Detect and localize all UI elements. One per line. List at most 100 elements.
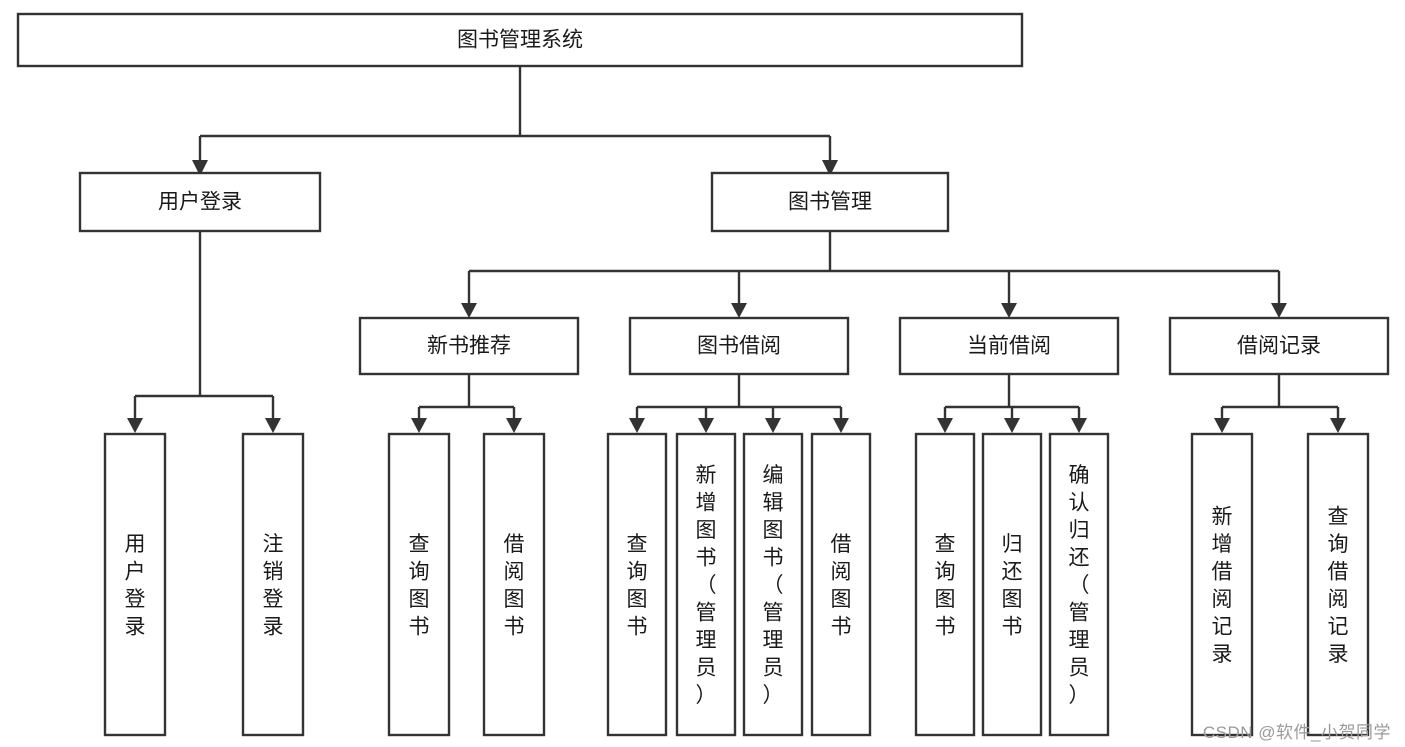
arrowhead-borrow-record [1271, 303, 1287, 318]
leaf-label-char: 增 [696, 492, 717, 515]
leaf-label-char: 记 [1212, 615, 1233, 638]
node-leaf-confirm-return[interactable] [1048, 432, 1110, 737]
leaf-label-char: 增 [1212, 533, 1233, 556]
node-book-borrow-label: 图书借阅 [697, 335, 781, 358]
node-leaf-return-book-box[interactable] [981, 432, 1043, 737]
arrowhead-leaf-query-record [1330, 418, 1346, 433]
node-leaf-query-book-3-box[interactable] [914, 432, 976, 737]
leaf-label-char: 查 [627, 533, 648, 556]
node-leaf-edit-book[interactable] [742, 432, 804, 737]
arrowhead-leaf-query-book-2 [629, 418, 645, 433]
leaf-label-char: 录 [1212, 643, 1233, 666]
leaf-label-char: 书 [696, 547, 717, 570]
leaf-label-char: 理 [696, 629, 717, 652]
leaf-label-char: 图 [409, 588, 430, 611]
leaf-label-char: 注 [263, 533, 284, 556]
watermark-text: CSDN @软件_小贺同学 [1202, 723, 1391, 742]
leaf-label-char: 书 [627, 615, 648, 638]
leaf-label-char: 编 [763, 464, 784, 487]
arrowhead-leaf-borrow-book-1 [506, 418, 522, 433]
node-book-manage[interactable]: 图书管理 [710, 171, 950, 233]
node-leaf-add-record-box[interactable] [1190, 432, 1254, 737]
leaf-label-char: （ [1069, 574, 1090, 597]
node-leaf-add-record[interactable] [1190, 432, 1254, 737]
arrowhead-book-borrow [731, 303, 747, 318]
node-leaf-query-book-1[interactable] [387, 432, 451, 737]
leaf-label-char: 辑 [763, 492, 784, 515]
node-new-book-rec[interactable]: 新书推荐 [358, 316, 580, 376]
node-borrow-record[interactable]: 借阅记录 [1168, 316, 1390, 376]
arrowhead-user-login [192, 160, 208, 176]
leaf-label-char: 查 [935, 533, 956, 556]
arrowhead-leaf-query-book-3 [937, 418, 953, 433]
node-leaf-query-book-2[interactable] [606, 432, 668, 737]
node-leaf-return-book[interactable] [981, 432, 1043, 737]
connector-layer [127, 66, 1346, 433]
arrowhead-new-book-rec [461, 303, 477, 318]
leaf-label-char: 书 [831, 615, 852, 638]
leaf-label-char: （ [763, 574, 784, 597]
node-leaf-user-logout[interactable] [241, 432, 305, 737]
node-leaf-user-login-box[interactable] [103, 432, 167, 737]
leaf-label-char: 询 [627, 560, 648, 583]
node-borrow-record-box[interactable] [1168, 316, 1390, 376]
leaf-label-char: 借 [504, 533, 525, 556]
arrowhead-leaf-confirm-return [1071, 418, 1087, 433]
node-leaf-borrow-book-2[interactable] [810, 432, 872, 737]
leaf-label-char: 书 [1002, 615, 1023, 638]
leaf-label-char: ） [696, 684, 717, 707]
leaf-label-char: 图 [627, 588, 648, 611]
leaf-label-char: 查 [409, 533, 430, 556]
leaf-label-char: 登 [263, 588, 284, 611]
node-leaf-edit-book-box[interactable] [742, 432, 804, 737]
leaf-label-char: 录 [1328, 643, 1349, 666]
node-leaf-borrow-book-2-box[interactable] [810, 432, 872, 737]
leaf-label-char: ） [1069, 684, 1090, 707]
leaf-label-char: 还 [1002, 560, 1023, 583]
node-leaf-confirm-return-box[interactable] [1048, 432, 1110, 737]
node-book-borrow[interactable]: 图书借阅 [628, 316, 850, 376]
node-leaf-query-book-2-box[interactable] [606, 432, 668, 737]
leaf-label-char: 书 [935, 615, 956, 638]
node-leaf-query-record-box[interactable] [1306, 432, 1370, 737]
node-leaf-query-record[interactable] [1306, 432, 1370, 737]
leaf-label-char: 管 [763, 602, 784, 625]
node-leaf-borrow-book-1[interactable] [482, 432, 546, 737]
leaf-label-char: 员 [1069, 657, 1090, 680]
node-new-book-rec-label: 新书推荐 [427, 335, 511, 358]
arrowhead-book-manage [822, 160, 838, 176]
node-leaf-add-book[interactable] [675, 432, 737, 737]
node-book-borrow-box[interactable] [628, 316, 850, 376]
node-leaf-user-logout-box[interactable] [241, 432, 305, 737]
node-current-borrow[interactable]: 当前借阅 [898, 316, 1120, 376]
node-borrow-record-label: 借阅记录 [1237, 335, 1321, 358]
node-root[interactable]: 图书管理系统 [16, 12, 1024, 68]
leaf-label-char: 书 [504, 615, 525, 638]
leaf-label-char: 确 [1069, 464, 1090, 487]
leaf-label-char: 图 [1002, 588, 1023, 611]
leaf-label-char: 图 [935, 588, 956, 611]
node-leaf-borrow-book-1-box[interactable] [482, 432, 546, 737]
leaf-label-char: 书 [763, 547, 784, 570]
node-root-label: 图书管理系统 [457, 29, 583, 52]
node-leaf-query-book-1-box[interactable] [387, 432, 451, 737]
node-user-login-box[interactable] [78, 171, 322, 233]
node-user-login[interactable]: 用户登录 [78, 171, 322, 233]
node-book-manage-label: 图书管理 [788, 191, 872, 214]
leaf-label-char: 销 [263, 560, 284, 583]
node-new-book-rec-box[interactable] [358, 316, 580, 376]
node-leaf-user-login[interactable] [103, 432, 167, 737]
node-root-box[interactable] [16, 12, 1024, 68]
node-leaf-query-book-3[interactable] [914, 432, 976, 737]
node-book-manage-box[interactable] [710, 171, 950, 233]
leaf-label-char: 还 [1069, 547, 1090, 570]
node-current-borrow-box[interactable] [898, 316, 1120, 376]
arrowhead-leaf-edit-book [765, 418, 781, 433]
node-leaf-add-book-box[interactable] [675, 432, 737, 737]
